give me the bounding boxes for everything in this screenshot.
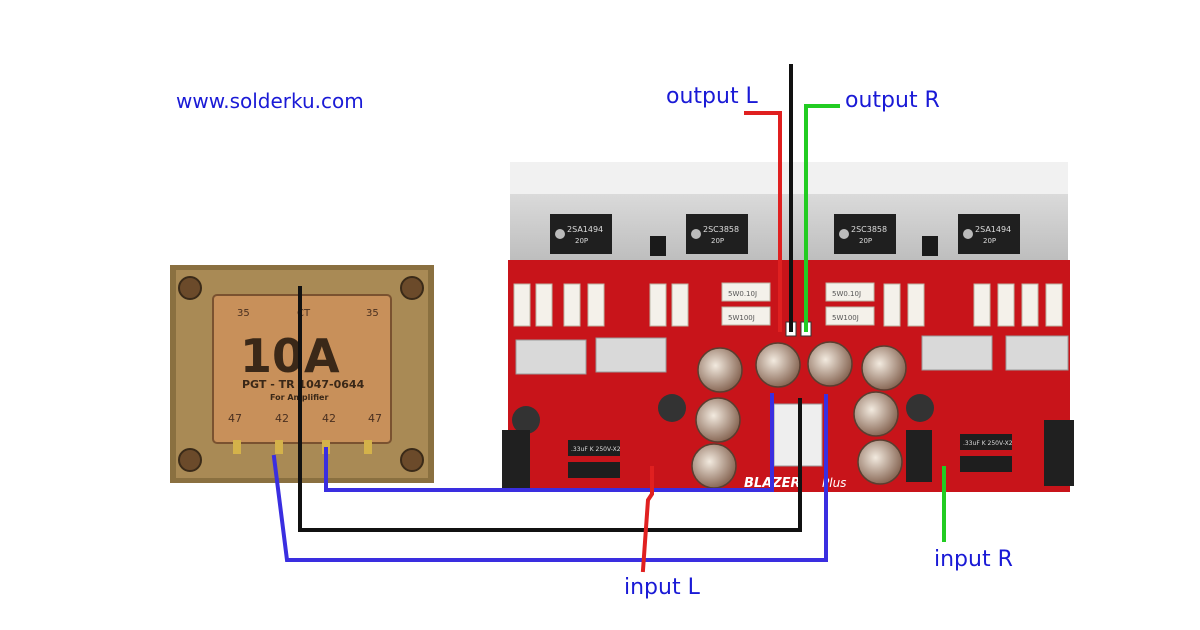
cement-resistor <box>883 283 901 327</box>
pin-bottom-1: 47 <box>228 412 242 425</box>
resistor-label-4: 5W100J <box>832 314 859 322</box>
input-connector-left <box>502 430 530 490</box>
film-cap-label-1: .33uF K 250V-X2 <box>571 446 621 453</box>
filter-capacitor <box>861 345 907 391</box>
cement-resistor <box>721 306 771 326</box>
filter-capacitor <box>697 347 743 393</box>
transistor-code-1: 2SA1494 <box>567 225 603 234</box>
cement-resistor <box>973 283 991 327</box>
cement-resistor <box>1021 283 1039 327</box>
transistor-suffix-4: 20P <box>983 237 996 245</box>
filter-capacitor <box>755 342 801 388</box>
resistor-label-3: 5W0.10J <box>832 290 861 298</box>
small-heatsink <box>515 339 587 375</box>
film-cap-label-2: .33uF K 250V-X2 <box>963 440 1013 447</box>
transistor-suffix-1: 20P <box>575 237 588 245</box>
cement-resistor <box>671 283 689 327</box>
small-heatsink <box>921 335 993 371</box>
small-capacitor <box>906 394 934 422</box>
cement-resistor <box>649 283 667 327</box>
filter-capacitor <box>691 443 737 489</box>
power-transistor-2: 2SC3858 20P <box>686 214 748 254</box>
cement-resistor <box>997 283 1015 327</box>
output-left-label: output L <box>666 84 758 109</box>
output-right-label: output R <box>845 88 940 113</box>
pin-top-ct: CT <box>297 308 311 319</box>
film-capacitor <box>960 456 1012 472</box>
power-transistor-4: 2SA1494 20P <box>958 214 1020 254</box>
pin-bottom-3: 42 <box>322 412 336 425</box>
site-url: www.solderku.com <box>176 89 364 113</box>
cement-resistor <box>825 282 875 302</box>
output-left-wire <box>744 111 782 332</box>
small-capacitor <box>658 394 686 422</box>
input-left-wire <box>640 466 654 573</box>
pin-bottom-4: 47 <box>368 412 382 425</box>
resistor-label-2: 5W100J <box>728 314 755 322</box>
pin-top-2: 35 <box>366 308 379 319</box>
transformer-secondary-wire-2 <box>271 394 828 562</box>
transistor-code-4: 2SA1494 <box>975 225 1011 234</box>
filter-capacitor <box>853 391 899 437</box>
cement-resistor <box>825 306 875 326</box>
cement-resistor <box>563 283 581 327</box>
relay <box>906 430 932 482</box>
output-right-wire <box>804 104 840 332</box>
transistor-code-2: 2SC3858 <box>703 225 739 234</box>
power-transistor-3: 2SC3858 20P <box>834 214 896 254</box>
board-brand-suffix: Plus <box>822 476 846 490</box>
film-capacitor <box>568 462 620 478</box>
cement-resistor <box>587 283 605 327</box>
pin-bottom-2: 42 <box>275 412 289 425</box>
cement-resistor <box>721 282 771 302</box>
driver-transistor-2 <box>922 236 938 256</box>
pin-top-1: 35 <box>237 308 250 319</box>
transistor-code-3: 2SC3858 <box>851 225 887 234</box>
amplifier-board: 2SA1494 20P 2SC3858 20P 2SC3858 20P 2SA1… <box>502 162 1074 492</box>
cement-resistor <box>1045 283 1063 327</box>
film-capacitor <box>568 440 620 456</box>
filter-capacitor <box>695 397 741 443</box>
transistor-suffix-3: 20P <box>859 237 872 245</box>
filter-capacitor <box>857 439 903 485</box>
transistor-suffix-2: 20P <box>711 237 724 245</box>
transformer-secondary-wire-1 <box>324 393 774 492</box>
cement-resistor <box>535 283 553 327</box>
cement-resistor <box>513 283 531 327</box>
input-connector-right <box>1044 420 1074 486</box>
transformer-rating: 10A <box>240 329 340 383</box>
filter-capacitor <box>807 341 853 387</box>
film-capacitor <box>960 434 1012 450</box>
input-left-label: input L <box>624 575 700 600</box>
input-right-label: input R <box>934 547 1013 572</box>
transformer-ct-wire <box>298 286 802 532</box>
driver-transistor-1 <box>650 236 666 256</box>
small-capacitor <box>512 406 540 434</box>
small-heatsink <box>1005 335 1069 371</box>
cement-resistor <box>907 283 925 327</box>
power-transistor-1: 2SA1494 20P <box>550 214 612 254</box>
small-heatsink <box>595 337 667 373</box>
resistor-label-1: 5W0.10J <box>728 290 757 298</box>
transformer-model: PGT - TR 1047-0644 <box>242 378 365 391</box>
